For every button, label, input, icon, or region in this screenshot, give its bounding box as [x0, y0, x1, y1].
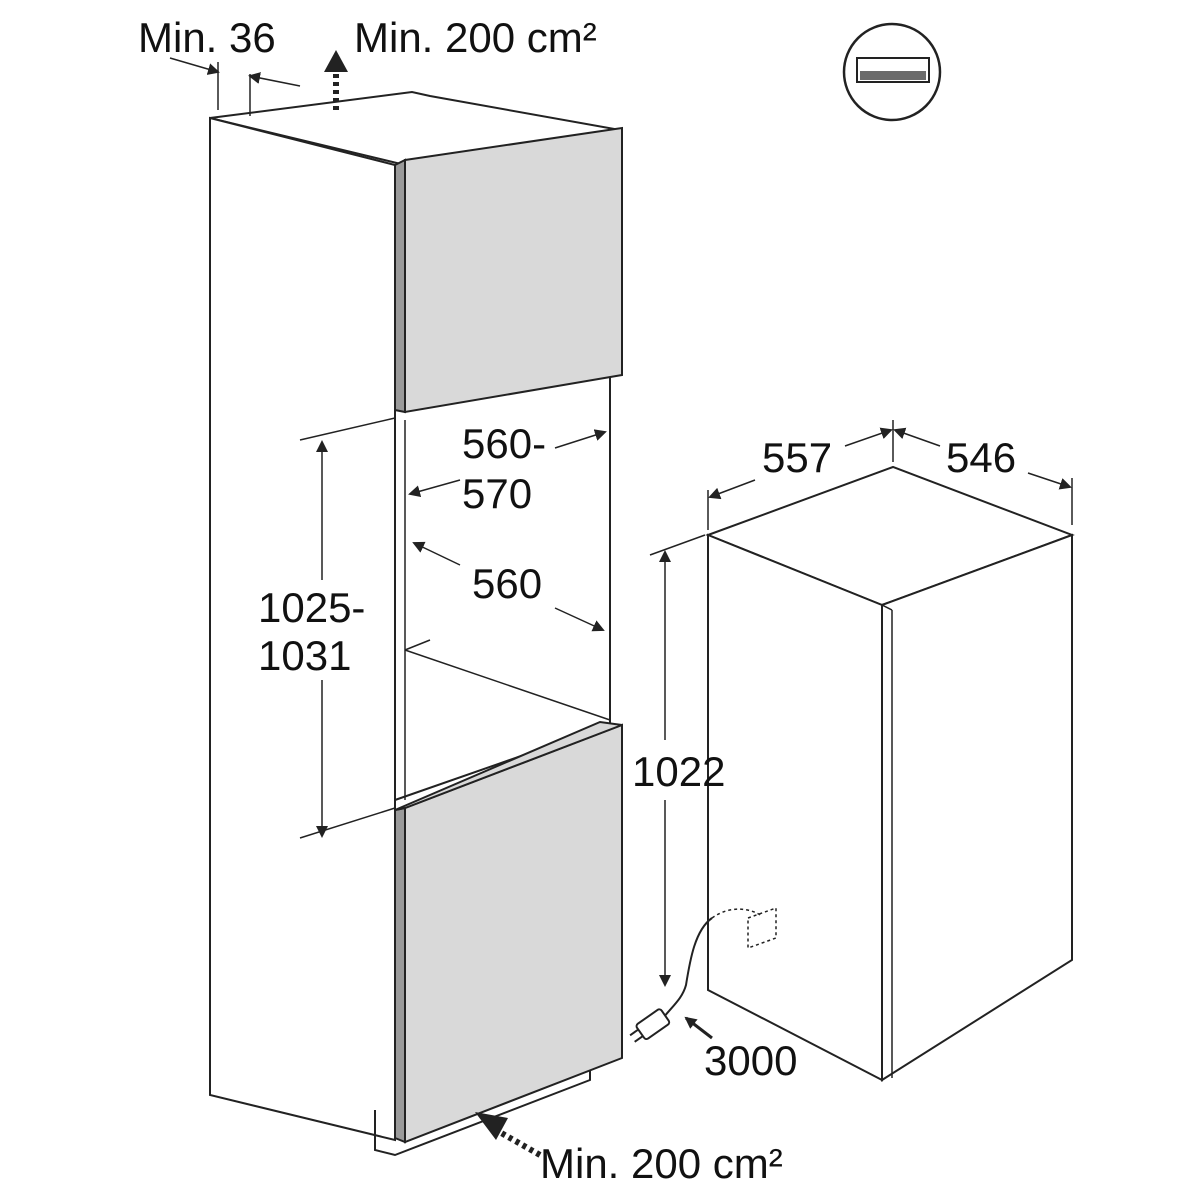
upper-door [394, 126, 623, 414]
appliance-door [881, 533, 1073, 1082]
niche-width-label-1: 560- [462, 420, 546, 467]
niche-height-label-2: 1031 [258, 632, 351, 679]
plug-icon [629, 1008, 671, 1043]
vent-top-label: Min. 200 cm² [354, 14, 597, 61]
appliance-width-label: 557 [762, 434, 832, 481]
niche-width-label-2: 570 [462, 470, 532, 517]
cable-length-label: 3000 [704, 1037, 797, 1084]
power-cable [629, 906, 777, 1043]
appliance-height-label: 1022 [632, 748, 725, 795]
appliance-height-dimension [649, 534, 706, 987]
cabinet-top [209, 90, 621, 167]
wall-socket-icon [747, 906, 777, 950]
niche-depth-label: 560 [472, 560, 542, 607]
built-in-door-icon [842, 22, 942, 122]
niche-height-dimension [299, 417, 396, 839]
niche-width-dimension [408, 429, 607, 498]
vent-top-arrow [324, 50, 348, 110]
fridge-appliance [705, 465, 1075, 1082]
niche-depth-dimension [412, 541, 605, 632]
niche-height-label-1: 1025- [258, 584, 365, 631]
appliance-side [707, 533, 883, 1082]
min-gap-dimension [169, 57, 301, 116]
min-gap-label: Min. 36 [138, 14, 276, 61]
vent-bottom-label: Min. 200 cm² [540, 1140, 783, 1187]
appliance-width-dimension [707, 420, 894, 530]
appliance-depth-label: 546 [946, 434, 1016, 481]
lower-door [394, 720, 623, 1144]
vent-bottom-arrow [475, 1112, 542, 1158]
appliance-depth-dimension [893, 427, 1073, 525]
cabinet-side-panel [209, 116, 396, 1142]
